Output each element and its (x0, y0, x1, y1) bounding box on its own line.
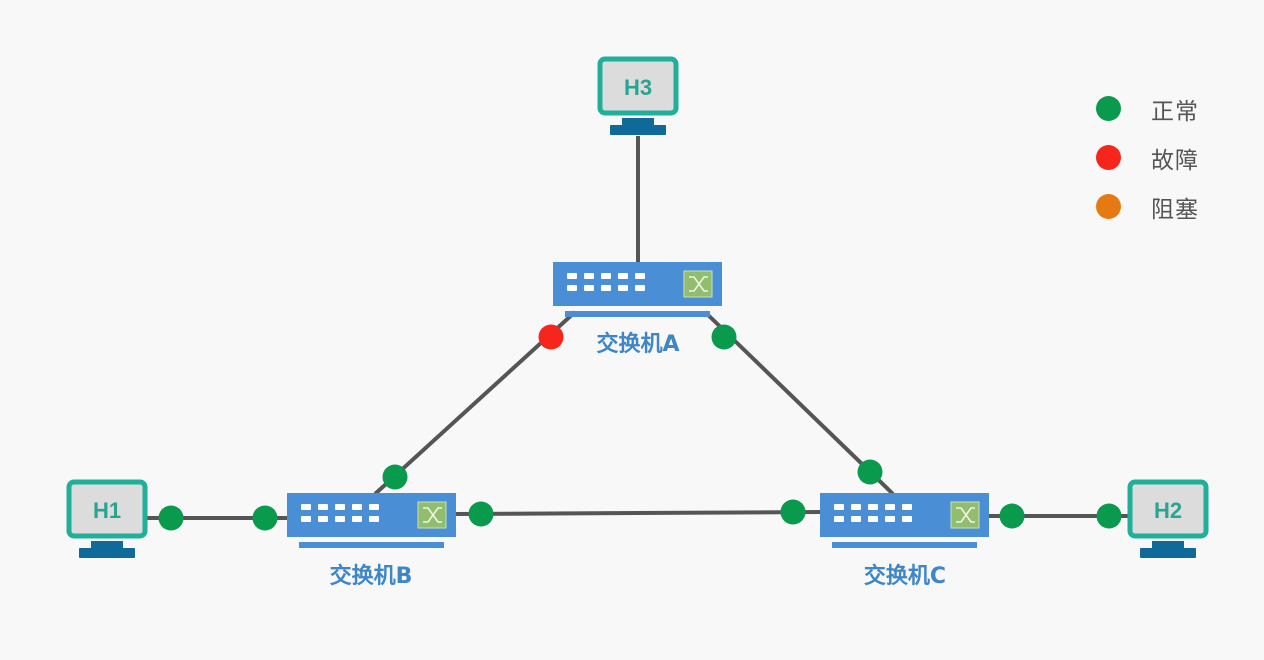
port-dot-h1-to-b (158, 505, 184, 531)
port-dot-b-to-h1 (252, 505, 278, 531)
status-dot-icon (1096, 194, 1121, 219)
port-dot-b-to-c (468, 501, 494, 527)
host-h1[interactable]: H1 (69, 482, 145, 558)
status-dot-icon (1096, 96, 1121, 121)
port-status-dots (158, 324, 1122, 531)
port-dot-h2-to-c (1096, 503, 1122, 529)
legend-label: 正常 (1151, 98, 1199, 125)
host-h1-label: H1 (93, 498, 121, 523)
switch-a-icon[interactable] (552, 261, 723, 318)
switch-a-label: 交换机A (596, 332, 680, 357)
port-dot-a-to-c (711, 324, 737, 350)
legend-item-blocked: 阻塞 (1096, 182, 1199, 231)
port-dot-c-to-a (857, 459, 883, 485)
legend-label: 故障 (1151, 147, 1199, 174)
host-h2-label: H2 (1154, 498, 1182, 523)
port-dot-a-to-b (538, 324, 564, 350)
port-dot-b-to-a (382, 464, 408, 490)
legend-label: 阻塞 (1151, 196, 1199, 223)
status-dot-icon (1096, 145, 1121, 170)
switch-c-icon[interactable] (819, 492, 990, 549)
legend: 正常 故障 阻塞 (1096, 84, 1199, 231)
port-dot-c-to-h2 (999, 503, 1025, 529)
host-h3-label: H3 (624, 75, 652, 100)
link-b-c (455, 510, 821, 516)
host-h3[interactable]: H3 (600, 59, 676, 135)
switch-b-label: 交换机B (329, 564, 413, 589)
switch-b-icon[interactable] (286, 492, 457, 549)
host-h2[interactable]: H2 (1130, 482, 1206, 558)
legend-item-fault: 故障 (1096, 133, 1199, 182)
legend-item-normal: 正常 (1096, 84, 1199, 133)
port-dot-c-to-b (780, 499, 806, 525)
switch-c-label: 交换机C (863, 564, 947, 589)
